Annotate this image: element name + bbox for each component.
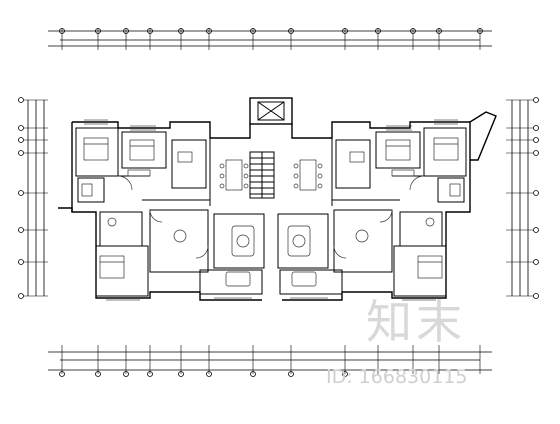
- furniture: [81, 137, 461, 287]
- watermark-brand: 知末: [366, 295, 466, 349]
- exterior-walls: [58, 97, 497, 301]
- top-dimension-lines: [48, 28, 492, 50]
- left-axis-markers: [18, 97, 24, 299]
- interior-walls: [75, 101, 467, 297]
- bottom-dimension-lines: [48, 345, 492, 377]
- bottom-axis-markers: [59, 371, 348, 377]
- left-dimension-lines: [18, 97, 48, 299]
- right-dimension-lines: [506, 97, 539, 299]
- watermark-id: ID: 166830115: [326, 366, 468, 388]
- right-axis-markers: [533, 97, 539, 299]
- windows: [84, 119, 458, 301]
